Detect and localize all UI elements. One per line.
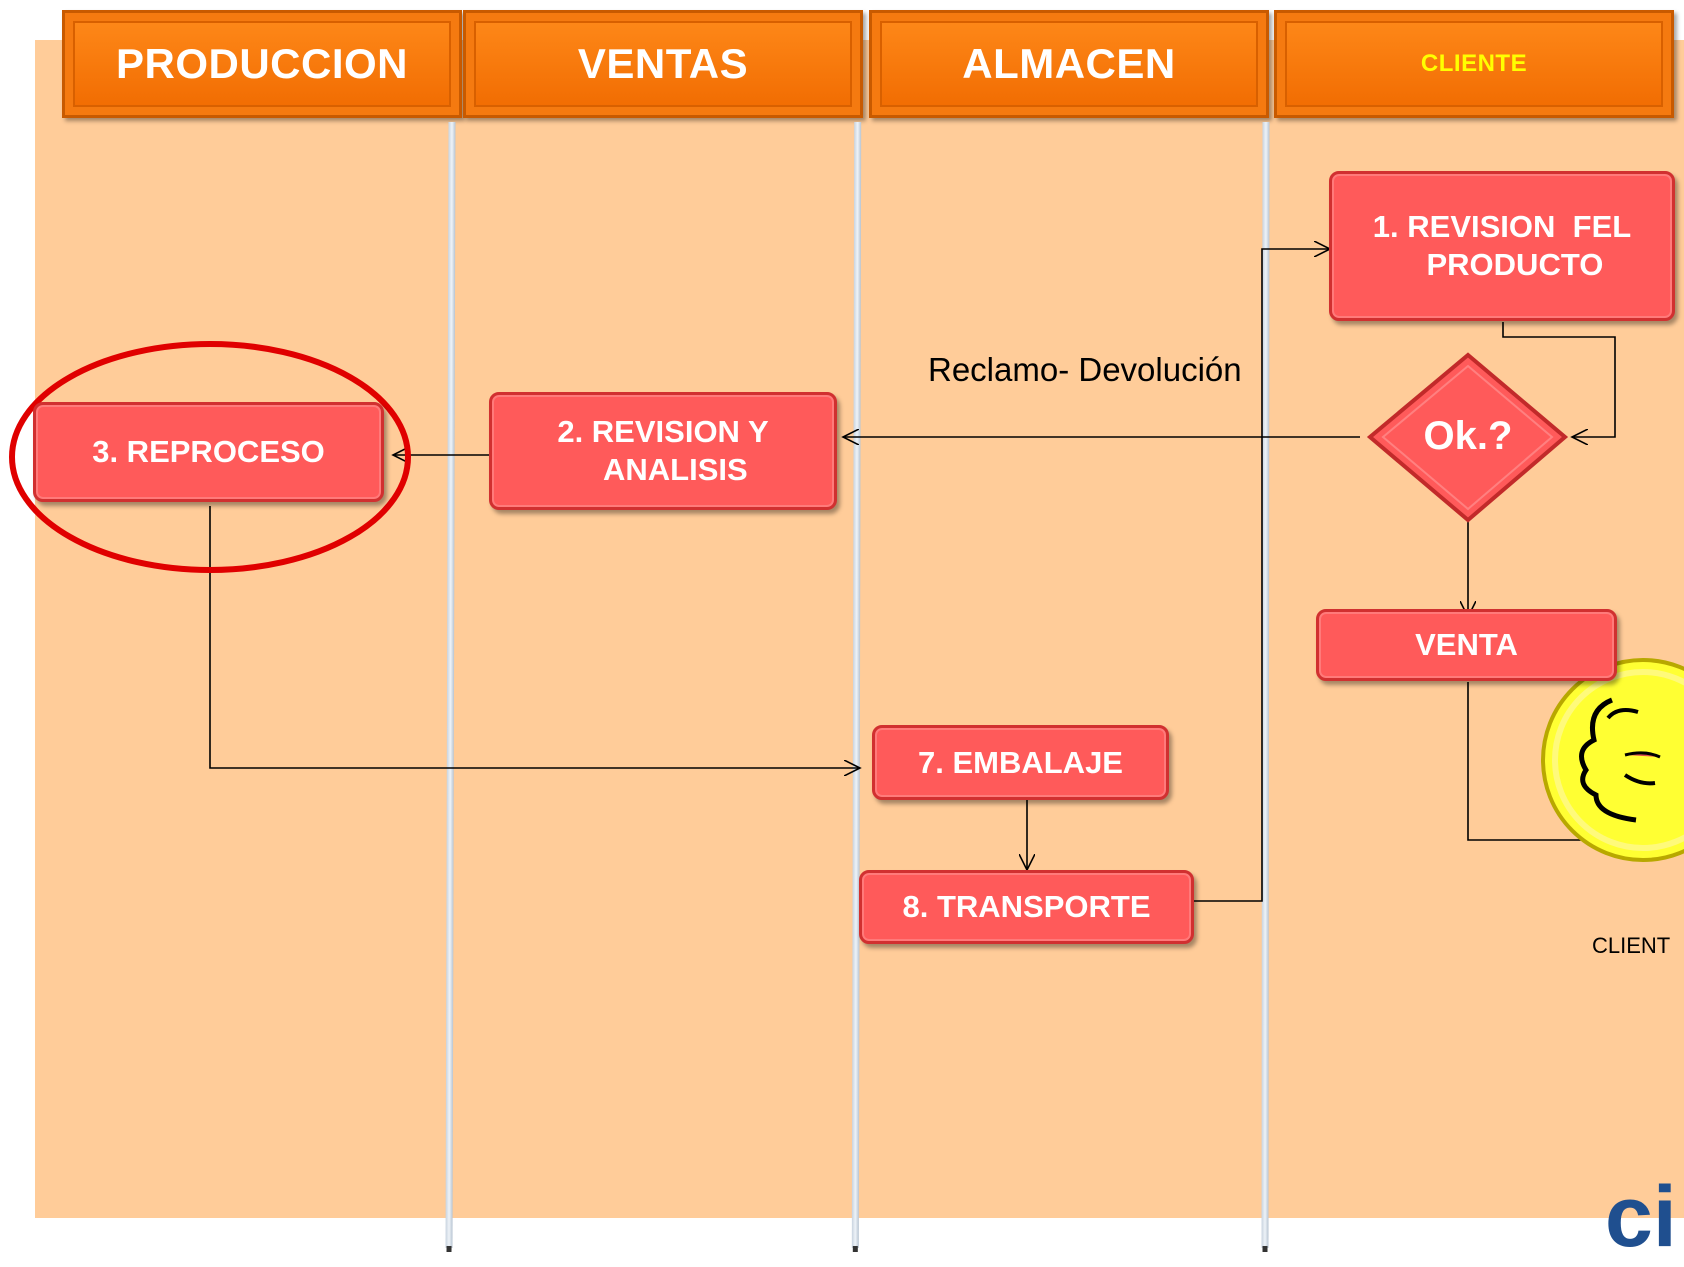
step-revision-analisis: 2. REVISION Y ANALISIS xyxy=(489,392,837,510)
client-caption: CLIENT xyxy=(1592,933,1671,958)
step-transporte: 8. TRANSPORTE xyxy=(859,870,1194,944)
lane-title-produccion: PRODUCCION xyxy=(115,40,408,87)
partial-logo: ci xyxy=(1605,1169,1677,1265)
connector-revision-to-decision xyxy=(1502,322,1616,437)
lane-header-cliente: CLIENTE xyxy=(1274,10,1674,118)
lane-header-almacen: ALMACEN xyxy=(869,10,1269,118)
step-reproceso-label: 3. REPROCESO xyxy=(92,434,325,469)
step-embalaje-label: 7. EMBALAJE xyxy=(918,744,1123,780)
client-face-icon xyxy=(1541,658,1684,862)
step-reproceso: 3. REPROCESO xyxy=(33,402,384,502)
step-revision-analisis-label: 2. REVISION Y ANALISIS xyxy=(557,414,769,487)
connector-transporte-to-revision xyxy=(1192,249,1330,902)
step-revision-producto-label: 1. REVISION FEL PRODUCTO xyxy=(1372,209,1632,282)
step-revision-producto: 1. REVISION FEL PRODUCTO xyxy=(1329,171,1675,321)
highlight-circle xyxy=(9,341,411,573)
lane-header-produccion: PRODUCCION xyxy=(62,10,462,118)
connector-reproceso-to-embalaje xyxy=(209,506,860,768)
step-embalaje: 7. EMBALAJE xyxy=(872,725,1169,800)
lane-header-ventas: VENTAS xyxy=(463,10,863,118)
lane-title-almacen: ALMACEN xyxy=(962,40,1176,87)
step-transporte-label: 8. TRANSPORTE xyxy=(902,889,1151,924)
decision-label: Ok.? xyxy=(1423,414,1513,458)
lane-title-ventas: VENTAS xyxy=(577,40,749,87)
step-venta-label: VENTA xyxy=(1415,627,1518,662)
connector-venta-to-cliente xyxy=(1467,682,1590,841)
decision-diamond xyxy=(1366,352,1569,523)
step-venta: VENTA xyxy=(1316,609,1617,681)
lane-title-cliente: CLIENTE xyxy=(1420,50,1528,77)
edge-label-reclamo: Reclamo- Devolución xyxy=(928,351,1242,388)
